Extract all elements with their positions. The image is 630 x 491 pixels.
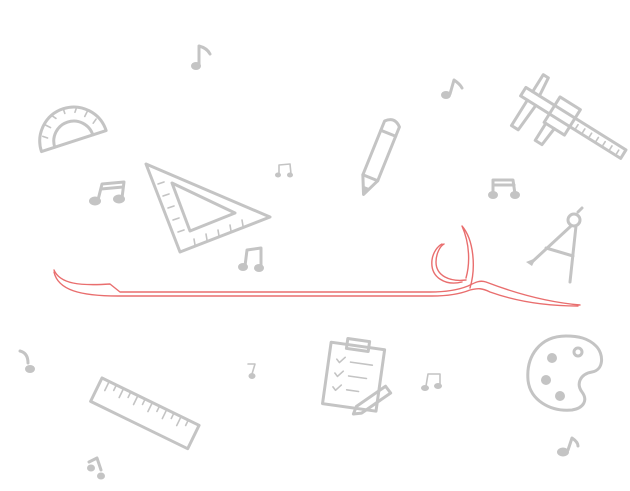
protractor-icon	[38, 105, 108, 154]
music-note-icon	[89, 180, 126, 206]
logo-wordmark-icon	[53, 225, 581, 307]
music-note-icon	[238, 246, 264, 272]
music-note-icon	[87, 456, 105, 480]
music-note-icon	[421, 373, 442, 391]
ruler-icon	[89, 376, 201, 451]
pencil-icon	[361, 118, 401, 196]
clipboard-checklist-icon	[321, 337, 393, 416]
music-note-icon	[557, 436, 580, 457]
caliper-icon	[509, 73, 628, 160]
music-note-icon	[247, 363, 256, 379]
set-square-icon	[144, 162, 272, 254]
compass-icon	[526, 206, 584, 284]
music-note-icon	[488, 178, 520, 199]
paint-palette-icon	[526, 334, 603, 412]
music-note-icon	[441, 78, 464, 99]
music-note-icon	[18, 349, 35, 373]
music-note-icon	[275, 163, 293, 178]
music-note-icon	[191, 44, 212, 70]
